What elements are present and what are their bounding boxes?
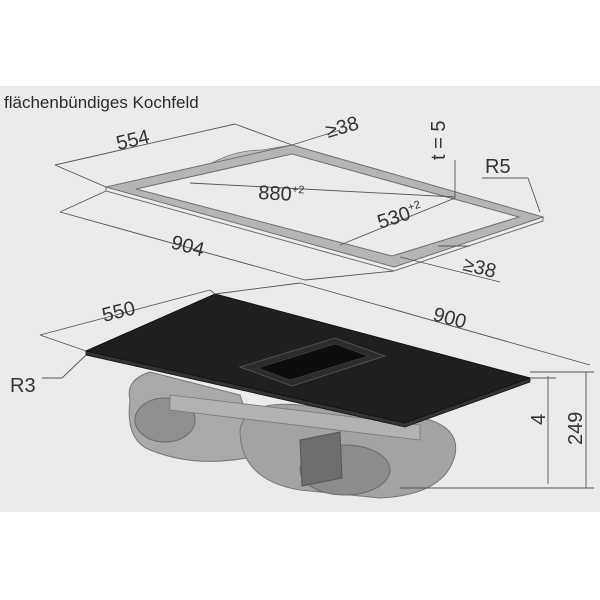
motor-box [299, 431, 343, 487]
label-hob-depth: 550 [100, 297, 138, 326]
dim-line-554 [54, 123, 236, 166]
label-frame-radius: R5 [485, 156, 511, 178]
r3-leader-arrow [61, 354, 87, 379]
dim-line-904 [59, 211, 306, 281]
dim-line-38-top [291, 129, 341, 146]
label-inner-width: 880+2 [258, 182, 305, 206]
frame-opening [135, 153, 521, 257]
label-inner-width-value: 880 [258, 182, 292, 206]
label-corner-radius: R3 [10, 375, 36, 397]
ext-line [54, 164, 107, 188]
ext-line [304, 270, 395, 281]
label-outer-width: 904 [169, 232, 207, 262]
label-hob-height: 249 [565, 412, 587, 445]
dim-line-550 [39, 289, 211, 336]
ext-line [214, 282, 301, 295]
label-cutout-depth: 554 [114, 126, 151, 155]
dim-line-530 [339, 197, 456, 246]
hob-dimension-lines [39, 282, 594, 489]
label-hob-width: 900 [431, 304, 469, 334]
label-min-edge-top: ≥38 [323, 112, 361, 142]
cutout-dimension-lines [54, 123, 541, 283]
ext-line [234, 123, 293, 146]
label-min-edge-bottom: ≥38 [461, 254, 499, 283]
label-inner-width-tol: +2 [292, 184, 305, 197]
ext-line [39, 334, 87, 352]
ext-line [59, 190, 107, 213]
hob-glass [84, 293, 532, 428]
dim-line-900 [299, 282, 591, 366]
label-inner-depth-tol: +2 [406, 199, 422, 214]
vent-slot [257, 343, 369, 381]
dim-line-880 [189, 182, 456, 198]
label-thickness: t = 5 [428, 121, 450, 160]
diagram-title: flächenbündiges Kochfeld [4, 93, 199, 112]
dim-line-38-bottom [399, 256, 501, 283]
hob-housing [128, 371, 457, 499]
label-glass-thickness: 4 [528, 414, 550, 425]
r5-leader-arrow [527, 177, 541, 213]
ext-line [209, 289, 216, 295]
duct-segment [169, 394, 421, 441]
